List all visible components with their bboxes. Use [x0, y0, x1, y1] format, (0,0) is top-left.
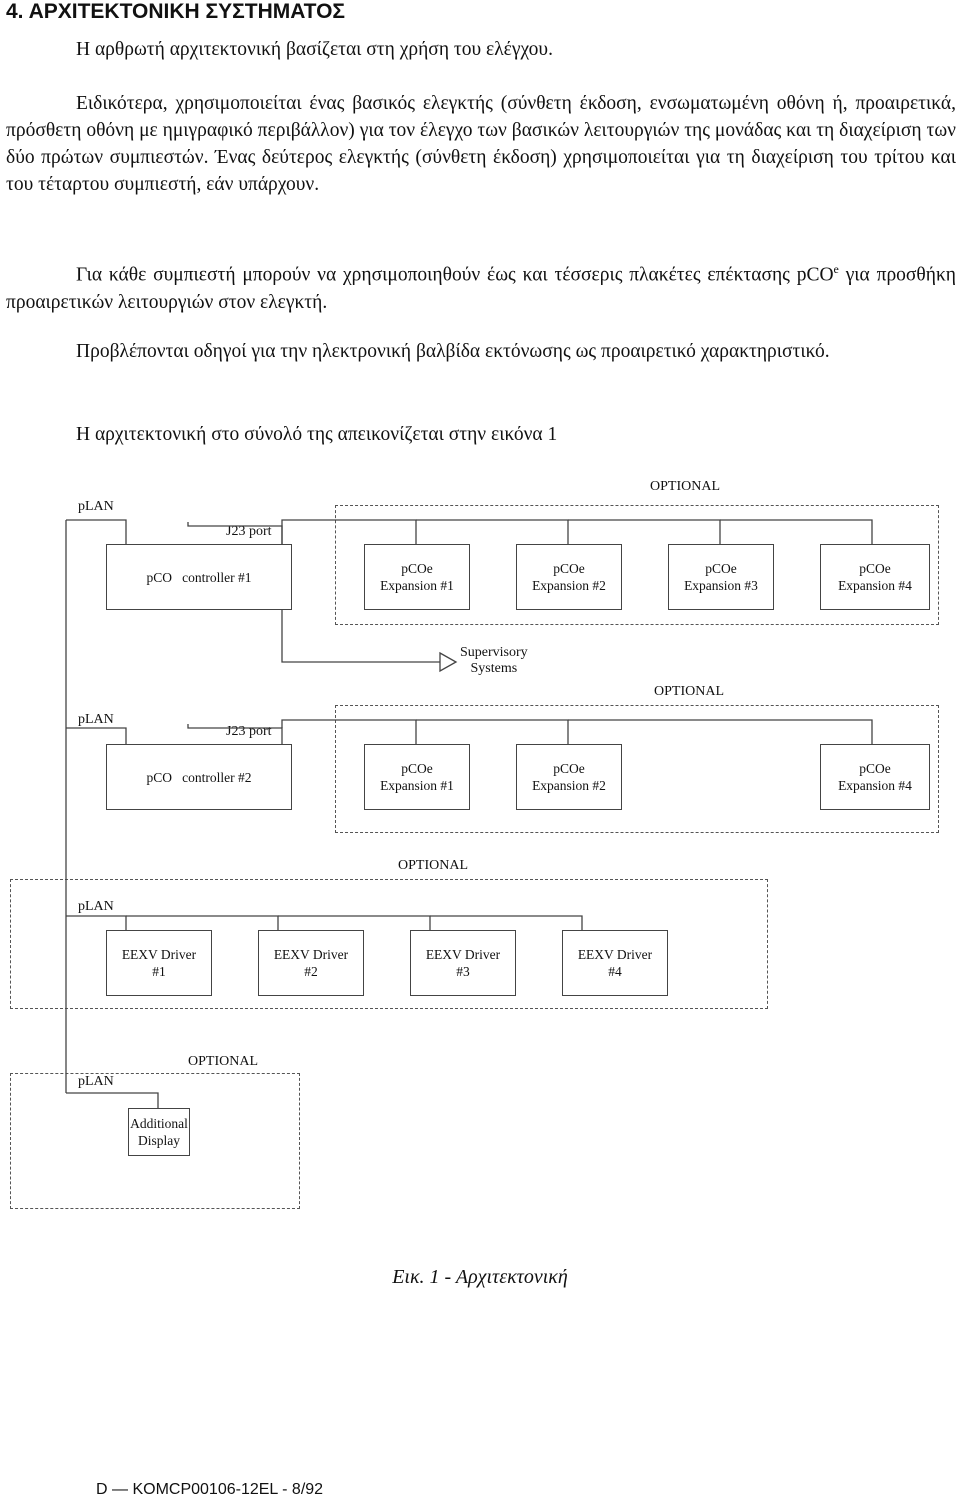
- optional-label-1: OPTIONAL: [650, 479, 720, 494]
- j23-port-label-1: J23 port: [226, 524, 272, 539]
- expansion-number: Expansion #3: [684, 578, 758, 593]
- controller-2-label: pCO controller #2: [146, 769, 252, 785]
- figure-caption: Εικ. 1 - Αρχιτεκτονική: [392, 1266, 568, 1288]
- exp-connector-2-1: [281, 719, 417, 744]
- exp-connector-2-4: [568, 719, 873, 744]
- page-footer: D — KOMCP00106-12EL - 8/92: [96, 1481, 324, 1498]
- expansion-box-2-2: pCOe Expansion #2: [516, 744, 622, 810]
- paragraph-figure-ref: Η αρχιτεκτονική στο σύνολό της απεικονίζ…: [76, 424, 558, 445]
- plan-label-3: pLAN: [78, 899, 114, 914]
- supervisory-arrow: [439, 651, 458, 673]
- driver-number: #2: [304, 964, 318, 979]
- optional-dashed-frame-1: [335, 505, 939, 625]
- expansion-box-1-1: pCOe Expansion #1: [364, 544, 470, 610]
- exp-connector-1-1: [281, 519, 417, 544]
- driver-title: EEXV Driver: [577, 947, 653, 962]
- supervisory-line-2: Systems: [470, 661, 518, 676]
- exp-connector-1-3: [568, 519, 721, 544]
- plan-connector-3: [66, 915, 127, 930]
- additional-display-box: Additional Display: [128, 1108, 190, 1156]
- driver-connector-2: [126, 915, 279, 930]
- optional-label-2: OPTIONAL: [654, 684, 724, 699]
- section-heading: 4. ΑΡΧΙΤΕΚΤΟΝΙΚΗ ΣΥΣΤΗΜΑΤΟΣ: [6, 0, 346, 23]
- expansion-box-2-4: pCOe Expansion #4: [820, 744, 930, 810]
- expansion-title: pCOe: [859, 561, 891, 576]
- expansion-box-1-2: pCOe Expansion #2: [516, 544, 622, 610]
- plan-label-4: pLAN: [78, 1074, 114, 1089]
- optional-dashed-frame-4: [10, 1073, 300, 1209]
- expansion-number: Expansion #4: [838, 778, 912, 793]
- supervisory-connector: [281, 610, 440, 663]
- expansion-number: Expansion #4: [838, 578, 912, 593]
- paragraph-expansion-text-a: Για κάθε συμπιεστή μπορούν να χρησιμοποι…: [76, 264, 834, 286]
- expansion-box-2-1: pCOe Expansion #1: [364, 744, 470, 810]
- exp-connector-1-4: [720, 519, 873, 544]
- expansion-number: Expansion #1: [380, 578, 454, 593]
- supervisory-systems-label: Supervisory Systems: [460, 645, 528, 677]
- expansion-title: pCOe: [553, 561, 585, 576]
- driver-number: #3: [456, 964, 470, 979]
- driver-title: EEXV Driver: [121, 947, 197, 962]
- optional-dashed-frame-2: [335, 705, 939, 833]
- expansion-title: pCOe: [401, 761, 433, 776]
- eexv-driver-2: EEXV Driver #2: [258, 930, 364, 996]
- display-line-1: Additional: [130, 1116, 188, 1131]
- paragraph-drivers: Προβλέπονται οδηγοί για την ηλεκτρονική …: [76, 341, 830, 362]
- display-line-2: Display: [138, 1133, 180, 1148]
- driver-title: EEXV Driver: [425, 947, 501, 962]
- expansion-title: pCOe: [553, 761, 585, 776]
- controller-1-label: pCO controller #1: [146, 569, 252, 585]
- exp-connector-2-2: [416, 719, 569, 744]
- eexv-driver-3: EEXV Driver #3: [410, 930, 516, 996]
- j23-connector-1: [187, 522, 283, 544]
- plan-label-2: pLAN: [78, 712, 114, 727]
- paragraph-controllers: Ειδικότερα, χρησιμοποιείται ένας βασικός…: [6, 93, 956, 195]
- exp-connector-1-2: [416, 519, 569, 544]
- expansion-box-1-4: pCOe Expansion #4: [820, 544, 930, 610]
- optional-dashed-frame-3: [10, 879, 768, 1009]
- optional-label-4: OPTIONAL: [188, 1054, 258, 1069]
- plan-connector-2: [66, 727, 127, 744]
- supervisory-line-1: Supervisory: [460, 645, 528, 660]
- expansion-box-1-3: pCOe Expansion #3: [668, 544, 774, 610]
- j23-connector-2: [187, 724, 283, 744]
- paragraph-intro: Η αρθρωτή αρχιτεκτονική βασίζεται στη χρ…: [76, 39, 553, 60]
- expansion-number: Expansion #1: [380, 778, 454, 793]
- expansion-title: pCOe: [859, 761, 891, 776]
- expansion-number: Expansion #2: [532, 778, 606, 793]
- expansion-title: pCOe: [401, 561, 433, 576]
- driver-connector-3: [278, 915, 431, 930]
- pco-controller-2: pCO controller #2: [106, 744, 292, 810]
- paragraph-expansion: Για κάθε συμπιεστή μπορούν να χρησιμοποι…: [6, 256, 956, 316]
- eexv-driver-1: EEXV Driver #1: [106, 930, 212, 996]
- driver-title: EEXV Driver: [273, 947, 349, 962]
- paragraph-expansion-text-b: για προσθήκη προαιρετικών λειτουργιών στ…: [6, 264, 956, 313]
- optional-label-3: OPTIONAL: [398, 858, 468, 873]
- expansion-number: Expansion #2: [532, 578, 606, 593]
- superscript-e: e: [833, 262, 839, 276]
- plan-connector-4: [66, 1092, 159, 1108]
- plan-connector-1: [66, 519, 127, 544]
- eexv-driver-4: EEXV Driver #4: [562, 930, 668, 996]
- driver-number: #4: [608, 964, 622, 979]
- driver-number: #1: [152, 964, 166, 979]
- driver-connector-4: [430, 915, 583, 930]
- expansion-title: pCOe: [705, 561, 737, 576]
- plan-label-1: pLAN: [78, 499, 114, 514]
- pco-controller-1: pCO controller #1: [106, 544, 292, 610]
